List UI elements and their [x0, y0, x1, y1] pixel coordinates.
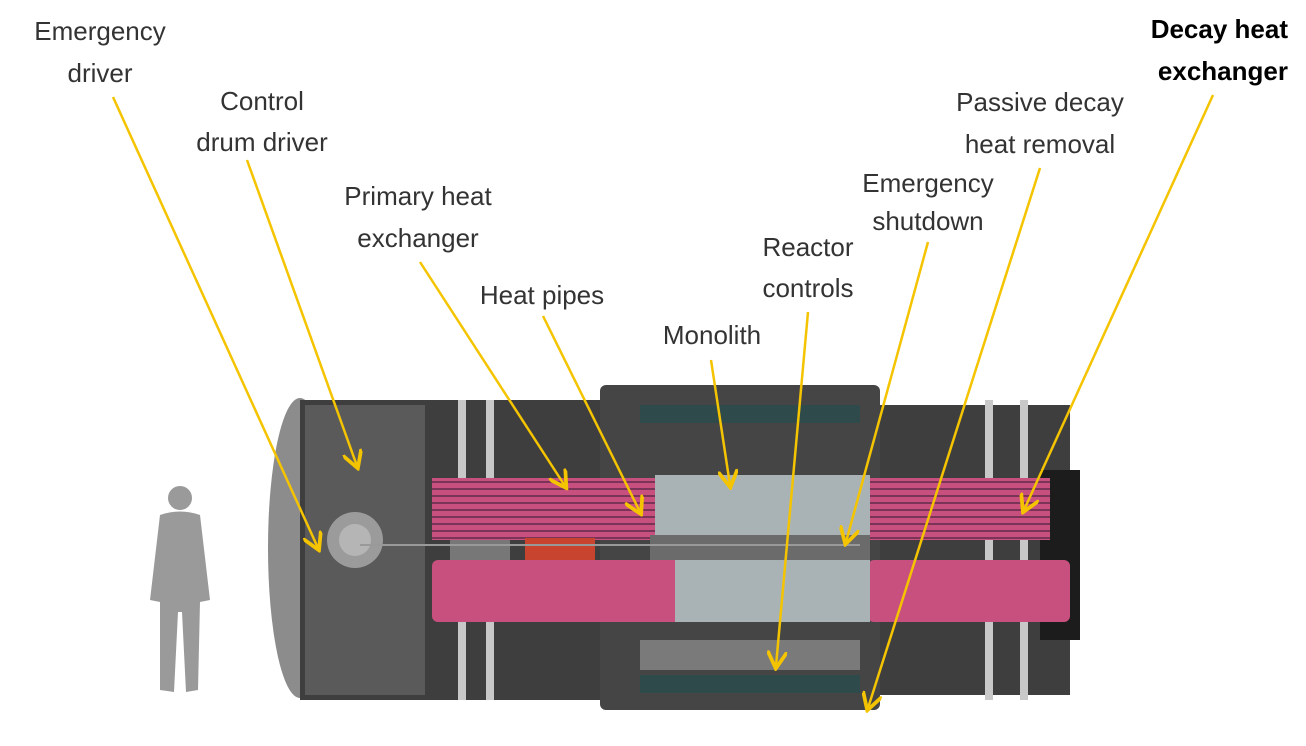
label-line: Primary heat	[344, 181, 492, 211]
arrow-emergency-shutdown	[846, 241, 930, 542]
label-passive-decay-heat-removal: Passive decay heat removal	[956, 87, 1124, 159]
arrow-heat-pipes	[541, 315, 640, 512]
label-line: exchanger	[1158, 56, 1288, 86]
human-scale-silhouette	[150, 486, 210, 692]
arrow-control-drum-driver	[245, 159, 357, 466]
label-line: Decay heat	[1151, 14, 1289, 44]
label-line: exchanger	[357, 223, 479, 253]
arrow-passive-decay-heat-removal	[868, 167, 1042, 708]
label-line: shutdown	[872, 206, 983, 236]
label-line: Reactor	[762, 232, 853, 262]
label-heat-pipes: Heat pipes	[480, 280, 604, 310]
label-line: Passive decay	[956, 87, 1124, 117]
label-line: Emergency	[862, 168, 994, 198]
label-primary-heat-exchanger: Primary heat exchanger	[344, 181, 492, 253]
label-reactor-controls: Reactor controls	[762, 232, 853, 303]
arrow-monolith	[709, 359, 730, 485]
label-line: drum driver	[196, 127, 328, 157]
label-line: driver	[67, 58, 132, 88]
label-line: Monolith	[663, 320, 761, 350]
label-monolith: Monolith	[663, 320, 761, 350]
label-decay-heat-exchanger: Decay heat exchanger	[1151, 14, 1289, 86]
label-line: controls	[762, 273, 853, 303]
label-emergency-driver: Emergency driver	[34, 16, 166, 88]
label-line: heat removal	[965, 129, 1115, 159]
arrow-emergency-driver	[111, 96, 318, 548]
reactor-cutaway	[268, 385, 1080, 710]
label-control-drum-driver: Control drum driver	[196, 86, 328, 157]
arrow-primary-heat-exchanger	[418, 261, 565, 486]
label-line: Heat pipes	[480, 280, 604, 310]
label-line: Control	[220, 86, 304, 116]
arrow-decay-heat-exchanger	[1024, 94, 1215, 510]
arrow-reactor-controls	[776, 311, 810, 666]
label-line: Emergency	[34, 16, 166, 46]
label-emergency-shutdown: Emergency shutdown	[862, 168, 994, 236]
